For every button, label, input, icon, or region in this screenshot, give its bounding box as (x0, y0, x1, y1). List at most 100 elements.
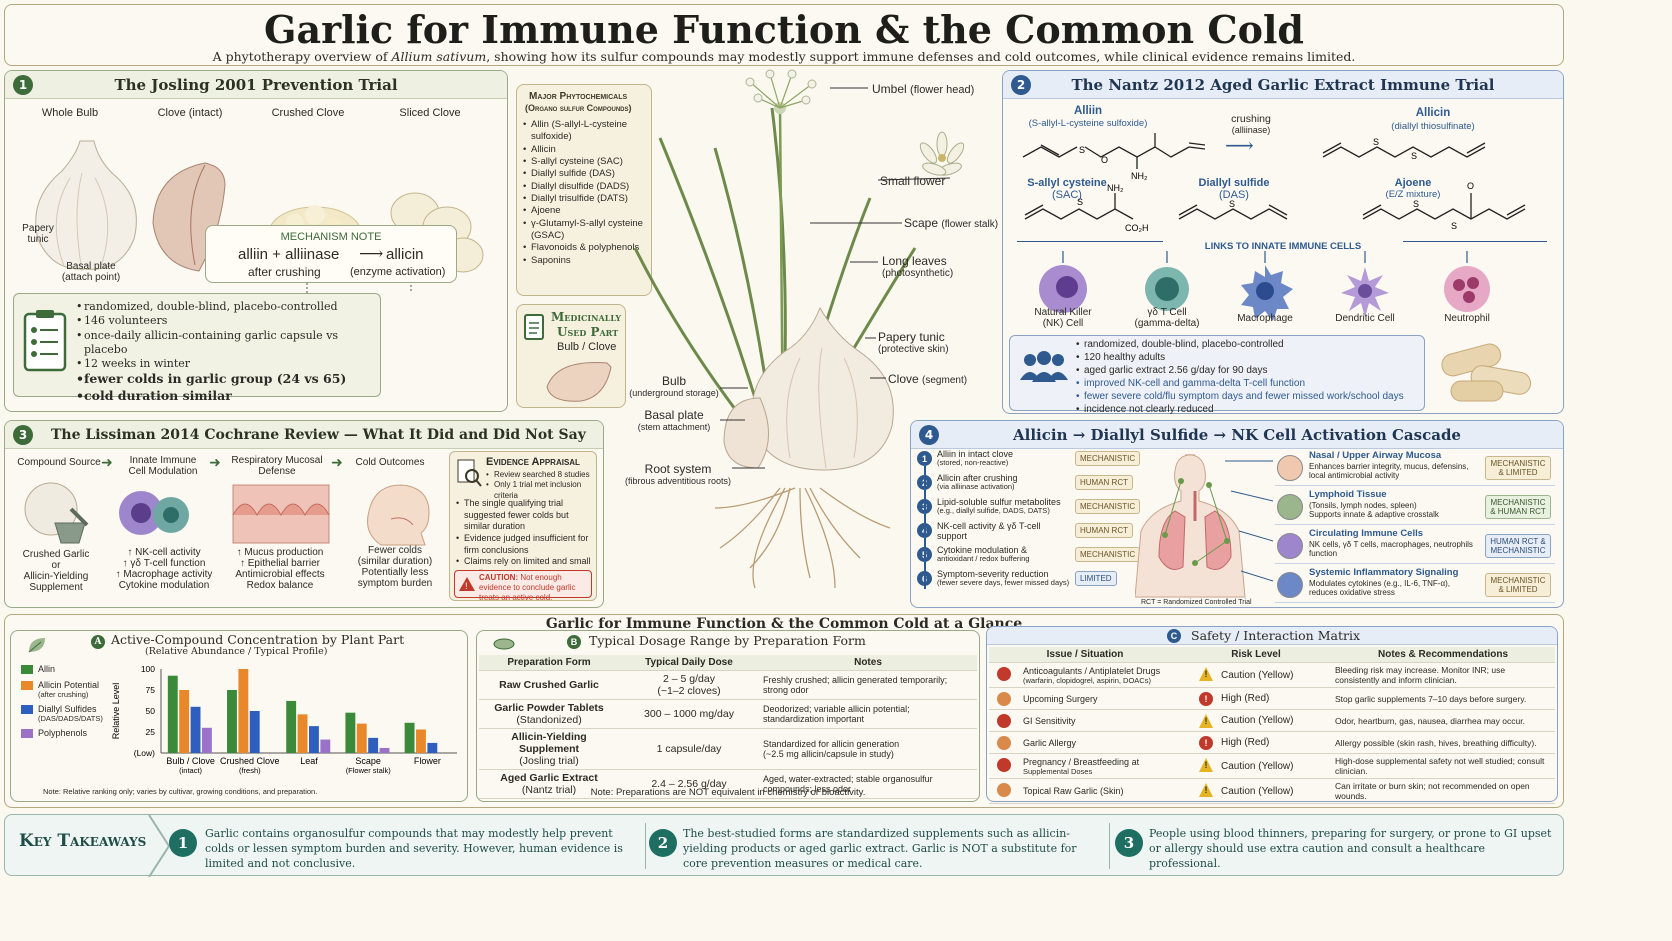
cascade-step-sub: antioxidant / redox buffering (937, 554, 1030, 564)
table-row: Allicin-Yielding Supplement(Josling tria… (479, 728, 977, 770)
prep-form: Garlic Powder Tablets(Standonized) (479, 699, 619, 729)
das-label: Diallyl sulfide(DAS) (1198, 177, 1270, 201)
svg-text:S: S (1079, 145, 1085, 155)
issue-name: Garlic Allergy (1023, 737, 1077, 748)
risk-cell: !High (Red) (1181, 687, 1331, 710)
daily-dose: 2 – 5 g/day (~1–2 cloves) (619, 670, 759, 700)
phyto-title: Major Phytochemicals (529, 91, 628, 102)
issue-sub: Supplemental Doses (1023, 766, 1093, 776)
x-tick-label: Flower (414, 756, 441, 766)
bullet: randomized, double-blind, placebo-contro… (1076, 338, 1404, 351)
step-detail: ↑ NK-cell activity ↑ γδ T-cell function … (115, 547, 213, 591)
col-header: Notes & Recommendations (1331, 647, 1555, 663)
bar (227, 690, 237, 753)
bar (249, 711, 260, 753)
bar (356, 723, 367, 753)
plant-label-basal-plate: Basal plate(stem attachment) (637, 408, 711, 432)
evidence-tag: MECHANISTIC & LIMITED (1485, 456, 1551, 480)
prep-form-sub: (Josling trial) (519, 755, 579, 767)
form-label-crushed: Crushed Clove (271, 107, 345, 119)
chart-subtitle: (Relative Abundance / Typical Profile) (145, 646, 328, 657)
bar (297, 714, 308, 753)
legend-item: Diallyl Sulfides(DAS/DADS/DATS) (21, 704, 127, 723)
phyto-item: Allicin (523, 144, 649, 157)
nantz-title: The Nantz 2012 Aged Garlic Extract Immun… (1071, 75, 1495, 94)
glance-title: Garlic for Immune Function & the Common … (545, 616, 1023, 632)
dosage-panel: B Typical Dosage Range by Preparation Fo… (476, 630, 980, 802)
bulb-icon (723, 306, 894, 471)
risk-level: Caution (Yellow) (1221, 760, 1294, 772)
target-title: Nasal / Upper Airway Mucosa (1309, 450, 1442, 461)
bullet: aged garlic extract 2.56 g/day for 90 da… (1076, 364, 1404, 377)
legend-text: Allin (38, 664, 55, 675)
dosage-letter: B (567, 635, 581, 649)
evidence-appraisal: Evidence Appraisal Review searched 8 stu… (449, 451, 597, 602)
immune-cells-icon (119, 491, 189, 535)
takeaway-divider (645, 823, 646, 869)
ajoene-label: Ajoene(E/Z mixture) (1385, 177, 1441, 200)
legend-label: Polyphenols (38, 728, 88, 739)
risk-notes: Can irritate or burn skin; not recommend… (1331, 778, 1555, 804)
evidence-tag: MECHANISTIC (1075, 547, 1141, 562)
legend-swatch (21, 680, 33, 690)
issue-sub: (warfarin, clopidogrel, aspirin, DOACs) (1023, 675, 1151, 685)
cascade-step-title: Lipid-soluble sulfur metabolites (937, 497, 1061, 507)
links-title: LINKS TO INNATE IMMUNE CELLS (1163, 241, 1403, 252)
takeaways-panel: Key Takeaways 1 Garlic contains organosu… (4, 814, 1564, 877)
bullet: Evidence judged insufficient for firm co… (456, 533, 594, 556)
garlic-plant-illustration (633, 69, 965, 589)
bullet: cold duration similar (76, 388, 380, 405)
phyto-item: γ-Glutamyl-S-allyl cysteine (GSAC) (523, 218, 649, 243)
target-item: Lymphoid Tissue(Tonsils, lymph nodes, sp… (1309, 489, 1479, 519)
y-tick-label: 75 (146, 685, 156, 695)
y-tick-label: 100 (141, 664, 155, 674)
y-axis-label: Relative Level (111, 683, 121, 740)
phyto-list: Allin (S-allyl-L-cysteine sulfoxide) All… (523, 119, 649, 267)
leader-lines (720, 87, 951, 469)
legend-label: Diallyl Sulfides (38, 704, 97, 715)
mechanism-reactants: alliin + alliinase (238, 246, 340, 263)
risk-level: Caution (Yellow) (1221, 715, 1294, 726)
plant-label-clove: Clove (segment) (888, 372, 968, 386)
lissiman-title: The Lissiman 2014 Cochrane Review — What… (51, 426, 586, 443)
evidence-tag: HUMAN RCT (1075, 523, 1133, 538)
bullet: Only 1 trial met inclusion criteria (486, 480, 596, 501)
cell-label-neutrophil: Neutrophil (1444, 313, 1490, 324)
evidence-tag: LIMITED (1075, 571, 1117, 586)
cell-label-gd: γδ T Cell (gamma-delta) (1134, 307, 1200, 329)
phyto-item: Allin (S-allyl-L-cysteine sulfoxide) (523, 119, 649, 144)
step-heading: Compound Source (17, 457, 101, 468)
cascade-step: Allicin after crushing(via alliinase act… (937, 473, 1073, 492)
svg-text:!: ! (465, 581, 468, 591)
torso-respiratory-icon (1135, 454, 1274, 598)
table-row: GI Sensitivity!Caution (Yellow)Odor, hea… (989, 709, 1555, 732)
arrow-right-icon: ⟶ (359, 244, 384, 264)
immune-cells-illustration (1039, 251, 1490, 321)
mechanism-condition: after crushing (248, 265, 321, 279)
dose-notes: Aged, water-extracted; stable organosulf… (759, 769, 977, 799)
chart-title: Active-Compound Concentration by Plant P… (111, 632, 405, 647)
bullet: 12 weeks in winter (76, 357, 380, 372)
safety-header-bar (987, 627, 1557, 645)
issue-name: Pregnancy / Breastfeeding at (1023, 756, 1140, 767)
form-label-whole: Whole Bulb (41, 107, 99, 119)
capsules-icon (1441, 343, 1532, 402)
warning-icon: ! (1199, 758, 1213, 772)
umbel-icon (745, 69, 817, 114)
bullet: The single qualifying trial suggested fe… (456, 498, 594, 533)
takeaway-text: Garlic contains organosulfur compounds t… (205, 827, 623, 870)
svg-text:O: O (1101, 155, 1108, 165)
takeaway-text: People using blood thinners, preparing f… (1149, 827, 1552, 870)
x-tick-label: Scape (355, 756, 381, 766)
risk-cell: !Caution (Yellow) (1181, 778, 1331, 804)
cascade-step-title: Cytokine modulation & (937, 545, 1028, 555)
josling-bullets: randomized, double-blind, placebo-contro… (76, 300, 380, 404)
target-desc: NK cells, γδ T cells, macrophages, neutr… (1309, 539, 1473, 559)
